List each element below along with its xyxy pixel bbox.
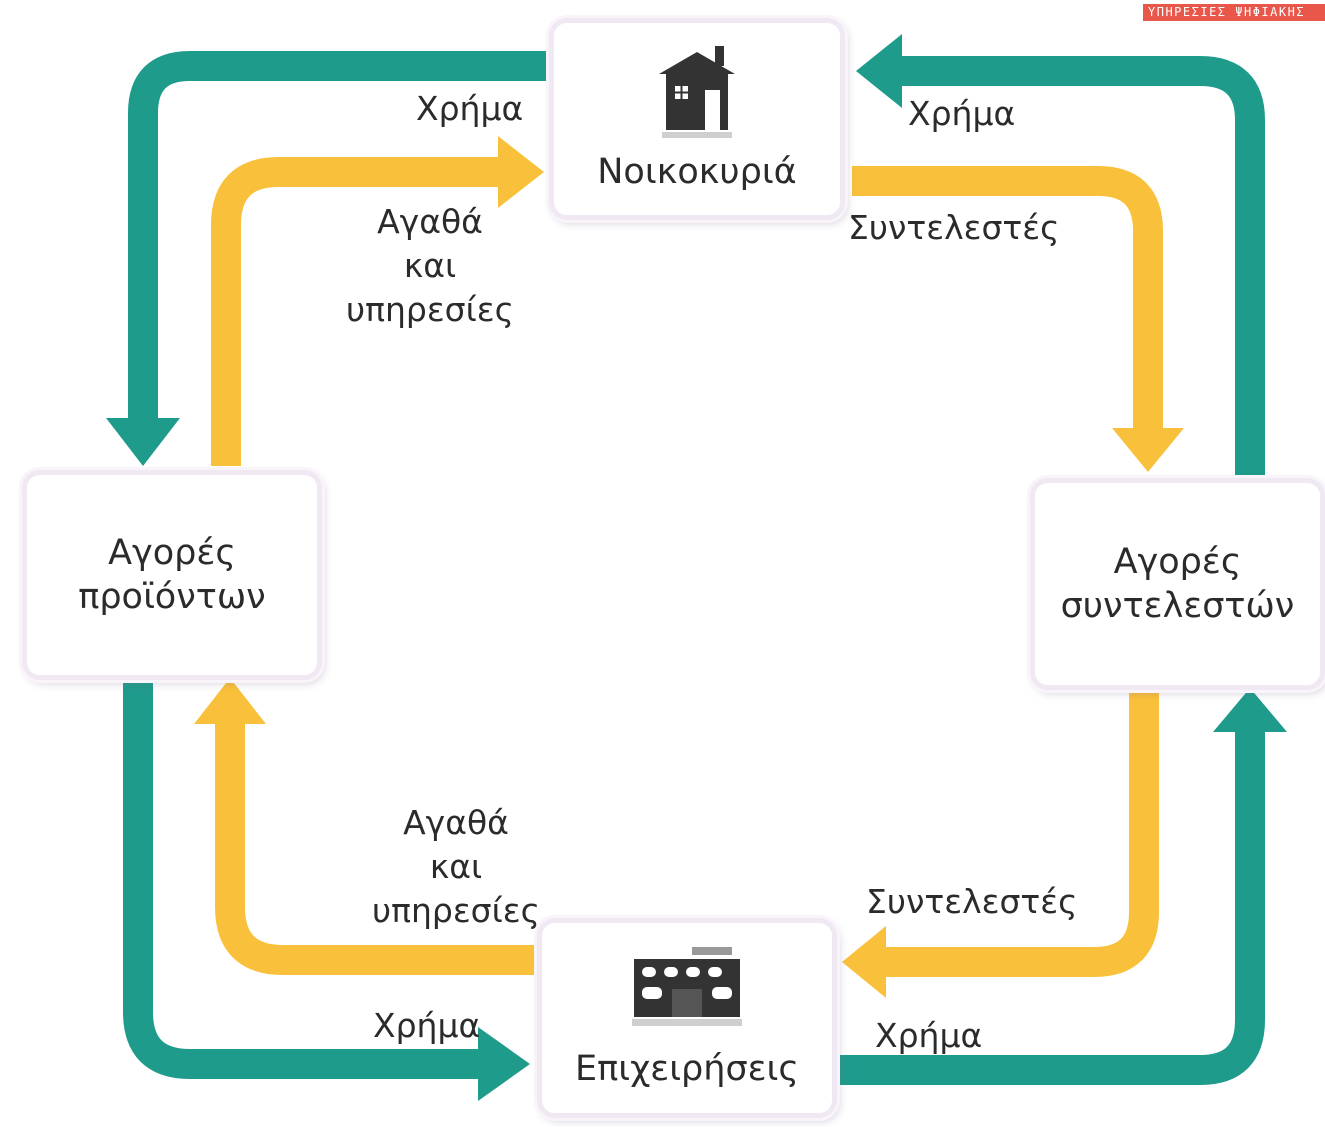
money-label-bottom-left: Χρήμα [373, 1006, 481, 1045]
money-arrowhead-households [856, 34, 902, 108]
product-markets-label: Αγορές προϊόντων [78, 533, 266, 617]
money-arrowhead-businesses [478, 1027, 530, 1101]
factor-markets-label: Αγορές συντελεστών [1060, 542, 1295, 626]
money-flow-households-to-product-markets [128, 51, 548, 420]
households-label: Νοικοκυριά [597, 152, 797, 192]
goods-label-bottom: Αγαθά και υπηρεσίες [372, 803, 540, 930]
money-arrowhead-factor-markets [1213, 688, 1287, 732]
building-icon [632, 947, 742, 1026]
money-flow-businesses-to-factor-markets [840, 730, 1265, 1085]
factors-flow-factor-markets-to-businesses [884, 684, 1159, 977]
product-markets-node: Αγορές προϊόντων [22, 470, 322, 680]
businesses-node: Επιχειρήσεις [537, 918, 837, 1118]
goods-arrowhead-product-markets [194, 678, 266, 724]
factors-arrowhead-factor-markets [1112, 428, 1184, 472]
header-badge: ΥΠΗΡΕΣΙΕΣ ΨΗΦΙΑΚΗΣ [1143, 4, 1325, 21]
businesses-label: Επιχειρήσεις [575, 1049, 799, 1089]
money-label-bottom-right: Χρήμα [875, 1016, 983, 1055]
money-label-top-right: Χρήμα [908, 94, 1016, 133]
households-node: Νοικοκυριά [549, 18, 845, 220]
house-icon [659, 46, 735, 138]
goods-flow-product-markets-to-households [211, 157, 500, 466]
money-flow-product-markets-to-businesses [123, 672, 480, 1079]
money-label-top-left: Χρήμα [416, 89, 524, 128]
factors-flow-households-to-factor-markets [852, 166, 1163, 430]
factors-arrowhead-businesses [842, 926, 886, 998]
money-arrowhead-product-markets [106, 418, 180, 466]
money-flow-factor-markets-to-households [900, 56, 1265, 478]
goods-arrowhead-households [498, 136, 544, 208]
goods-label-top: Αγαθά και υπηρεσίες [346, 202, 514, 329]
factors-label-top: Συντελεστές [848, 208, 1060, 247]
factor-markets-node: Αγορές συντελεστών [1030, 478, 1325, 690]
factors-label-bottom: Συντελεστές [866, 882, 1078, 921]
goods-flow-businesses-to-product-markets [215, 722, 537, 975]
